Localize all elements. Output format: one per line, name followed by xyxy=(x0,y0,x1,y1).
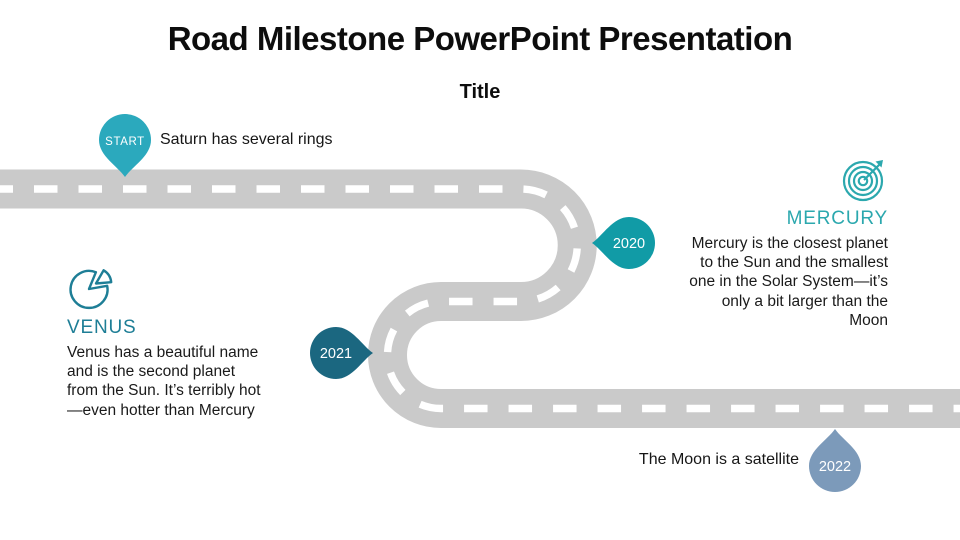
start-pin: START xyxy=(99,114,151,177)
pie-chart-icon xyxy=(69,269,113,310)
pin-2022-label: 2022 xyxy=(819,459,851,475)
pin-2022: 2022 xyxy=(809,429,861,492)
venus-milestone-block: VENUS Venus has a beautiful name and is … xyxy=(67,264,277,420)
start-pin-label: START xyxy=(105,136,145,148)
road-center-dashes xyxy=(0,185,960,413)
dartboard-target-icon xyxy=(842,160,884,202)
pin-2020: 2020 xyxy=(592,217,655,269)
mercury-heading: MERCURY xyxy=(786,208,888,229)
pin-2021-label: 2021 xyxy=(320,346,352,362)
slide-title: Road Milestone PowerPoint Presentation xyxy=(167,20,793,57)
moon-note: The Moon is a satellite xyxy=(638,451,799,468)
pin-2021-shape xyxy=(310,327,373,379)
mercury-milestone-block: MERCURY Mercury is the closest planet to… xyxy=(678,156,888,330)
mercury-body: Mercury is the closest planet to the Sun… xyxy=(689,235,888,329)
pin-2021: 2021 xyxy=(310,327,373,379)
slide-subtitle: Title xyxy=(459,81,501,103)
pin-2020-shape xyxy=(592,217,655,269)
start-note: Saturn has several rings xyxy=(160,131,333,148)
venus-body: Venus has a beautiful name and is the se… xyxy=(67,344,261,419)
pin-2020-label: 2020 xyxy=(613,236,645,252)
venus-heading: VENUS xyxy=(67,317,137,338)
start-pin-shape xyxy=(99,114,151,177)
pin-2022-shape xyxy=(809,429,861,492)
